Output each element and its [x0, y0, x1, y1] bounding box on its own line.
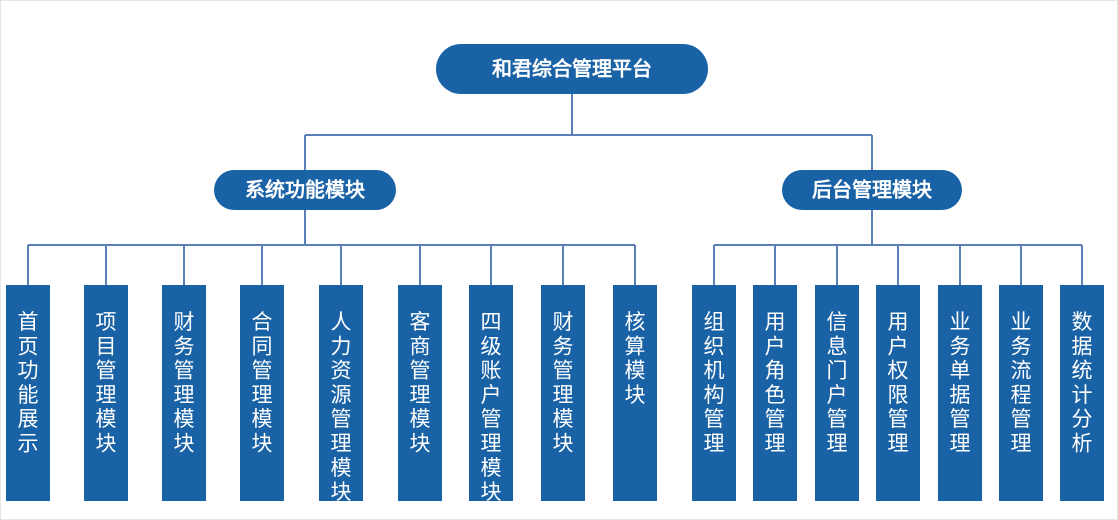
- leaf-node-1-2-label: 项目管理模块: [96, 310, 117, 456]
- leaf-node-1-3-box: [162, 285, 206, 501]
- leaf-node-1-5-label: 人力资源管理模块: [331, 310, 352, 504]
- leaf-node-2-2: 用户角色管理: [753, 285, 797, 501]
- branch-node-2: 后台管理模块: [782, 170, 962, 210]
- leaf-node-2-2-box: [753, 285, 797, 501]
- leaf-node-1-7-box: [469, 285, 513, 501]
- leaf-node-1-5: 人力资源管理模块: [319, 285, 363, 504]
- leaf-node-1-9-box: [613, 285, 657, 501]
- leaf-node-2-3-label: 信息门户管理: [827, 310, 848, 456]
- leaf-node-1-1: 首页功能展示: [6, 285, 50, 501]
- leaf-node-2-5-label: 业务单据管理: [950, 310, 971, 456]
- leaf-node-1-7-label: 四级账户管理模块: [481, 310, 502, 504]
- leaf-node-2-1: 组织机构管理: [692, 285, 736, 501]
- leaf-node-1-4-label: 合同管理模块: [252, 310, 273, 456]
- leaf-node-2-3-box: [815, 285, 859, 501]
- leaf-node-1-5-box: [319, 285, 363, 501]
- root-node-shape: [436, 44, 708, 94]
- leaf-node-2-4: 用户权限管理: [876, 285, 920, 501]
- leaf-node-1-4-box: [240, 285, 284, 501]
- leaf-node-1-9-label: 核算模块: [625, 310, 646, 407]
- leaf-node-2-6: 业务流程管理: [999, 285, 1043, 501]
- root-node: 和君综合管理平台: [436, 44, 708, 94]
- leaf-node-2-6-box: [999, 285, 1043, 501]
- leaf-node-1-7: 四级账户管理模块: [469, 285, 513, 504]
- leaf-node-2-6-label: 业务流程管理: [1011, 310, 1032, 456]
- leaf-node-1-6-box: [398, 285, 442, 501]
- branch-node-1-shape: [214, 170, 396, 210]
- leaf-node-2-1-box: [692, 285, 736, 501]
- leaf-node-2-7-label: 数据统计分析: [1072, 310, 1093, 456]
- branch-node-1: 系统功能模块: [214, 170, 396, 210]
- root-node-label: 和君综合管理平台: [492, 57, 652, 81]
- leaf-node-2-7: 数据统计分析: [1060, 285, 1104, 501]
- leaf-node-2-5: 业务单据管理: [938, 285, 982, 501]
- leaf-node-1-3: 财务管理模块: [162, 285, 206, 501]
- leaf-node-1-4: 合同管理模块: [240, 285, 284, 501]
- branch-node-2-label: 后台管理模块: [812, 178, 933, 202]
- leaf-node-1-8: 财务管理模块: [541, 285, 585, 501]
- leaf-node-2-1-label: 组织机构管理: [704, 310, 725, 456]
- leaf-node-2-7-box: [1060, 285, 1104, 501]
- leaf-node-1-2: 项目管理模块: [84, 285, 128, 501]
- leaf-node-1-3-label: 财务管理模块: [174, 310, 195, 456]
- leaf-node-1-8-label: 财务管理模块: [553, 310, 574, 456]
- leaf-node-2-3: 信息门户管理: [815, 285, 859, 501]
- leaf-node-1-1-box: [6, 285, 50, 501]
- leaf-node-1-9: 核算模块: [613, 285, 657, 501]
- leaf-node-2-2-label: 用户角色管理: [765, 310, 786, 456]
- leaf-node-2-5-box: [938, 285, 982, 501]
- branch-node-1-label: 系统功能模块: [245, 178, 366, 202]
- leaf-node-1-8-box: [541, 285, 585, 501]
- leaf-node-2-4-label: 用户权限管理: [888, 310, 909, 456]
- leaf-node-1-1-label: 首页功能展示: [18, 310, 39, 456]
- connector-lines: [27, 94, 1083, 285]
- leaf-node-1-2-box: [84, 285, 128, 501]
- leaf-node-2-4-box: [876, 285, 920, 501]
- branch-node-2-shape: [782, 170, 962, 210]
- leaf-node-1-6-label: 客商管理模块: [410, 310, 431, 456]
- leaf-node-1-6: 客商管理模块: [398, 285, 442, 501]
